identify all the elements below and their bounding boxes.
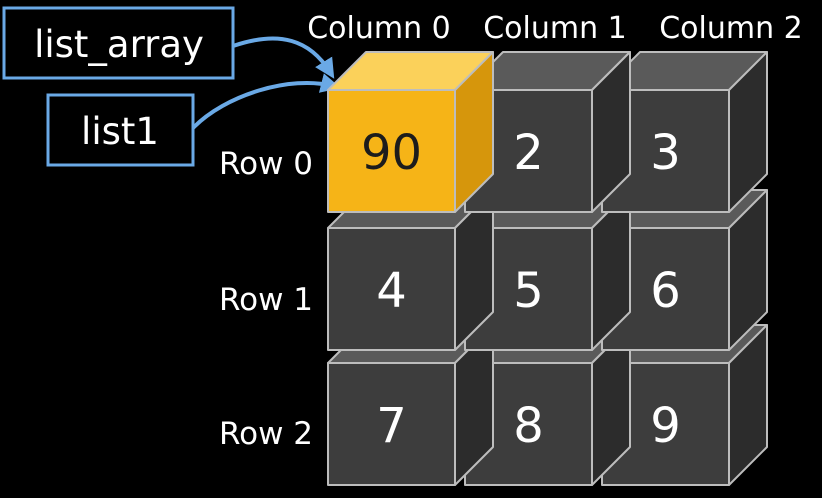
column-header-2: Column 2 bbox=[659, 11, 803, 46]
cube-front-face bbox=[327, 227, 456, 351]
row-label-1: Row 1 bbox=[219, 282, 313, 318]
row-label-0: Row 0 bbox=[219, 146, 313, 182]
column-header-1: Column 1 bbox=[483, 11, 627, 46]
arrow-list1 bbox=[191, 73, 341, 130]
cell-value-1-2: 6 bbox=[650, 263, 681, 319]
cube-2-0: 7 bbox=[327, 324, 494, 486]
cell-value-1-0: 4 bbox=[376, 263, 407, 319]
cell-value-2-2: 9 bbox=[650, 398, 681, 454]
variable-box-list1 bbox=[46, 93, 195, 167]
cell-value-1-1: 5 bbox=[513, 263, 544, 319]
cube-front-face bbox=[327, 89, 456, 213]
cube-0-1: 2 bbox=[464, 51, 631, 213]
cube-1-0: 4 bbox=[327, 189, 494, 351]
cube-front-face bbox=[327, 362, 456, 486]
cell-value-2-0: 7 bbox=[376, 398, 407, 454]
variable-label-list-array: list_array bbox=[34, 23, 204, 66]
cube-0-0: 90 bbox=[327, 51, 494, 213]
row-label-2: Row 2 bbox=[219, 416, 313, 452]
variable-box-list-array bbox=[2, 6, 235, 80]
cell-value-2-1: 8 bbox=[513, 398, 544, 454]
variable-label-list1: list1 bbox=[81, 110, 159, 153]
cell-value-0-0: 90 bbox=[361, 125, 422, 181]
cell-value-0-1: 2 bbox=[513, 125, 544, 181]
cell-value-0-2: 3 bbox=[650, 125, 681, 181]
column-header-0: Column 0 bbox=[307, 11, 451, 46]
arrow-list-array bbox=[232, 36, 335, 79]
